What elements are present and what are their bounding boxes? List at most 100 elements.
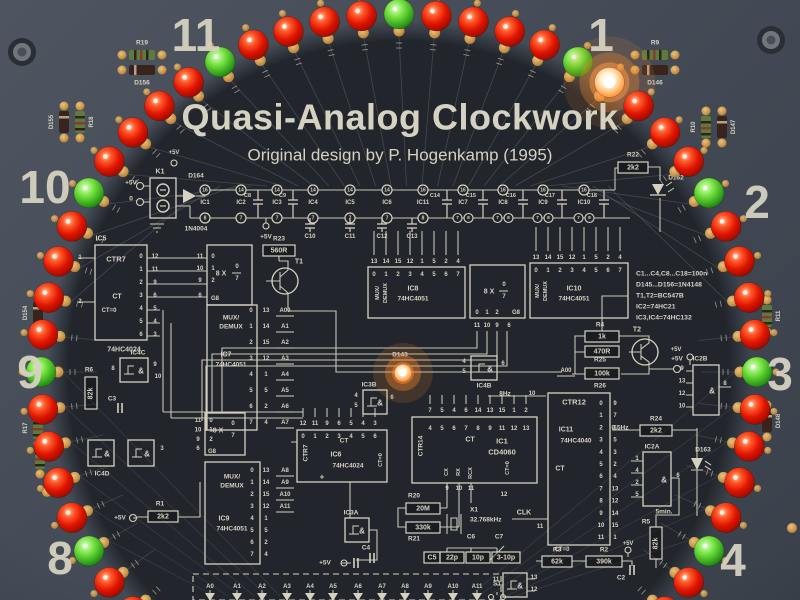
led-dome	[204, 46, 236, 78]
led-dome	[673, 567, 704, 598]
led-dome	[238, 29, 269, 61]
ic-power-pin-number: 14	[310, 188, 316, 194]
pin-number: 8	[476, 426, 480, 432]
pin-number: 7	[249, 420, 253, 426]
solder-pad	[75, 133, 85, 143]
value-box-text: 560R	[271, 248, 288, 255]
led-dome	[710, 502, 742, 533]
pin-number: A3	[283, 584, 291, 590]
and-gate-symbol: &	[517, 582, 523, 591]
schematic-block	[469, 264, 526, 319]
terminal	[135, 197, 145, 207]
value-box-text: 3-10p	[497, 555, 515, 562]
led-designator-tick	[294, 57, 301, 61]
pin-number: 15	[263, 340, 270, 346]
pin-number: 3	[249, 356, 253, 362]
led-specular	[102, 575, 108, 580]
silk-label: 12	[531, 587, 538, 593]
pin-number: 15	[395, 259, 402, 265]
pin-number: A2	[281, 340, 289, 346]
ic-designator: IC10	[578, 200, 591, 206]
component-value-box: 2k2	[617, 161, 649, 174]
led-dome	[649, 117, 681, 148]
plus5v-terminal	[170, 159, 178, 167]
silk-label: R23	[273, 236, 285, 243]
ic-power-pin	[532, 212, 543, 224]
led-specular	[34, 364, 40, 370]
led-designator-tick	[527, 74, 534, 78]
pin-number: 14	[545, 255, 552, 261]
led-designator-tick	[101, 500, 105, 507]
pin-number: 2	[606, 255, 610, 261]
minute-led-red	[693, 211, 747, 244]
pin-number: 5	[440, 426, 444, 432]
led-pad-outer	[700, 590, 708, 598]
silk-label: 74HC4024	[107, 347, 141, 354]
pin-number: 3	[337, 434, 341, 440]
led-pad-outer	[754, 252, 762, 260]
pin-number: 12	[569, 255, 576, 261]
led-pad-outer	[242, 24, 250, 32]
diode-body	[717, 116, 727, 138]
led-pad-outer	[20, 329, 28, 337]
pin-number: 1	[139, 267, 143, 273]
five-minute-led-green	[677, 177, 729, 213]
ic-power-pin-number: 14	[384, 188, 390, 194]
led-specular	[318, 14, 323, 20]
led-specular	[719, 510, 725, 516]
pin-number: 11	[197, 254, 204, 260]
pin-number: 6	[613, 425, 617, 431]
led-designator-tick	[361, 44, 368, 46]
value-box-outline	[584, 345, 620, 358]
band	[701, 121, 711, 124]
value-box-outline	[649, 526, 663, 560]
silk-label: R5	[642, 519, 651, 526]
ic-designator: IC4	[308, 200, 318, 206]
led-designator-tick	[497, 57, 504, 61]
led-trace	[70, 185, 206, 303]
pin-number: 14	[263, 480, 270, 486]
decoupling-cap	[253, 190, 263, 218]
ic-power-pin	[235, 184, 247, 196]
led-trace	[545, 174, 671, 187]
ic-power-pin-number: 16	[500, 188, 506, 194]
plus5v-terminal	[624, 546, 632, 554]
schematic-block	[692, 364, 720, 416]
pin-number: 4	[264, 420, 268, 426]
led-pad-outer	[764, 446, 772, 454]
value-box-text: 100k	[594, 371, 610, 378]
led-dome	[73, 535, 105, 567]
led-specular	[42, 290, 48, 295]
silk-label: +5V	[671, 347, 682, 353]
led-pad-outer	[770, 329, 778, 337]
led-designator-tick	[130, 562, 135, 569]
led-designator-tick	[558, 89, 564, 94]
cap-designator: C11	[345, 234, 356, 240]
silk-label: +5V	[260, 234, 272, 241]
led-trace	[230, 80, 330, 187]
led-d162-arrows	[665, 181, 675, 193]
output-diode-symbol	[305, 593, 315, 600]
led-designator-tick	[693, 237, 697, 244]
led-trace	[127, 174, 268, 187]
silk-label: CTR7	[106, 255, 126, 264]
pin-number: 1	[211, 266, 215, 272]
led-trace	[421, 37, 435, 187]
silk-label: 32.768kHz	[470, 517, 502, 524]
pin-number: 9	[196, 437, 200, 443]
value-box-outline	[405, 502, 441, 515]
solder-pad	[630, 50, 640, 60]
ic-power-pin	[584, 212, 595, 224]
pin-number: A6	[281, 404, 289, 410]
value-box-outline	[439, 551, 465, 564]
schematic-block	[296, 429, 388, 483]
led-pad-outer	[772, 368, 780, 376]
value-box-outline	[405, 521, 441, 534]
pin-number: 2	[250, 492, 254, 498]
led-trace	[79, 464, 112, 477]
silk-label: T1,T2=BC547B	[636, 293, 684, 300]
led-specular	[153, 98, 158, 104]
silk-label: G8	[512, 310, 521, 316]
minute-led-red	[346, 0, 377, 51]
